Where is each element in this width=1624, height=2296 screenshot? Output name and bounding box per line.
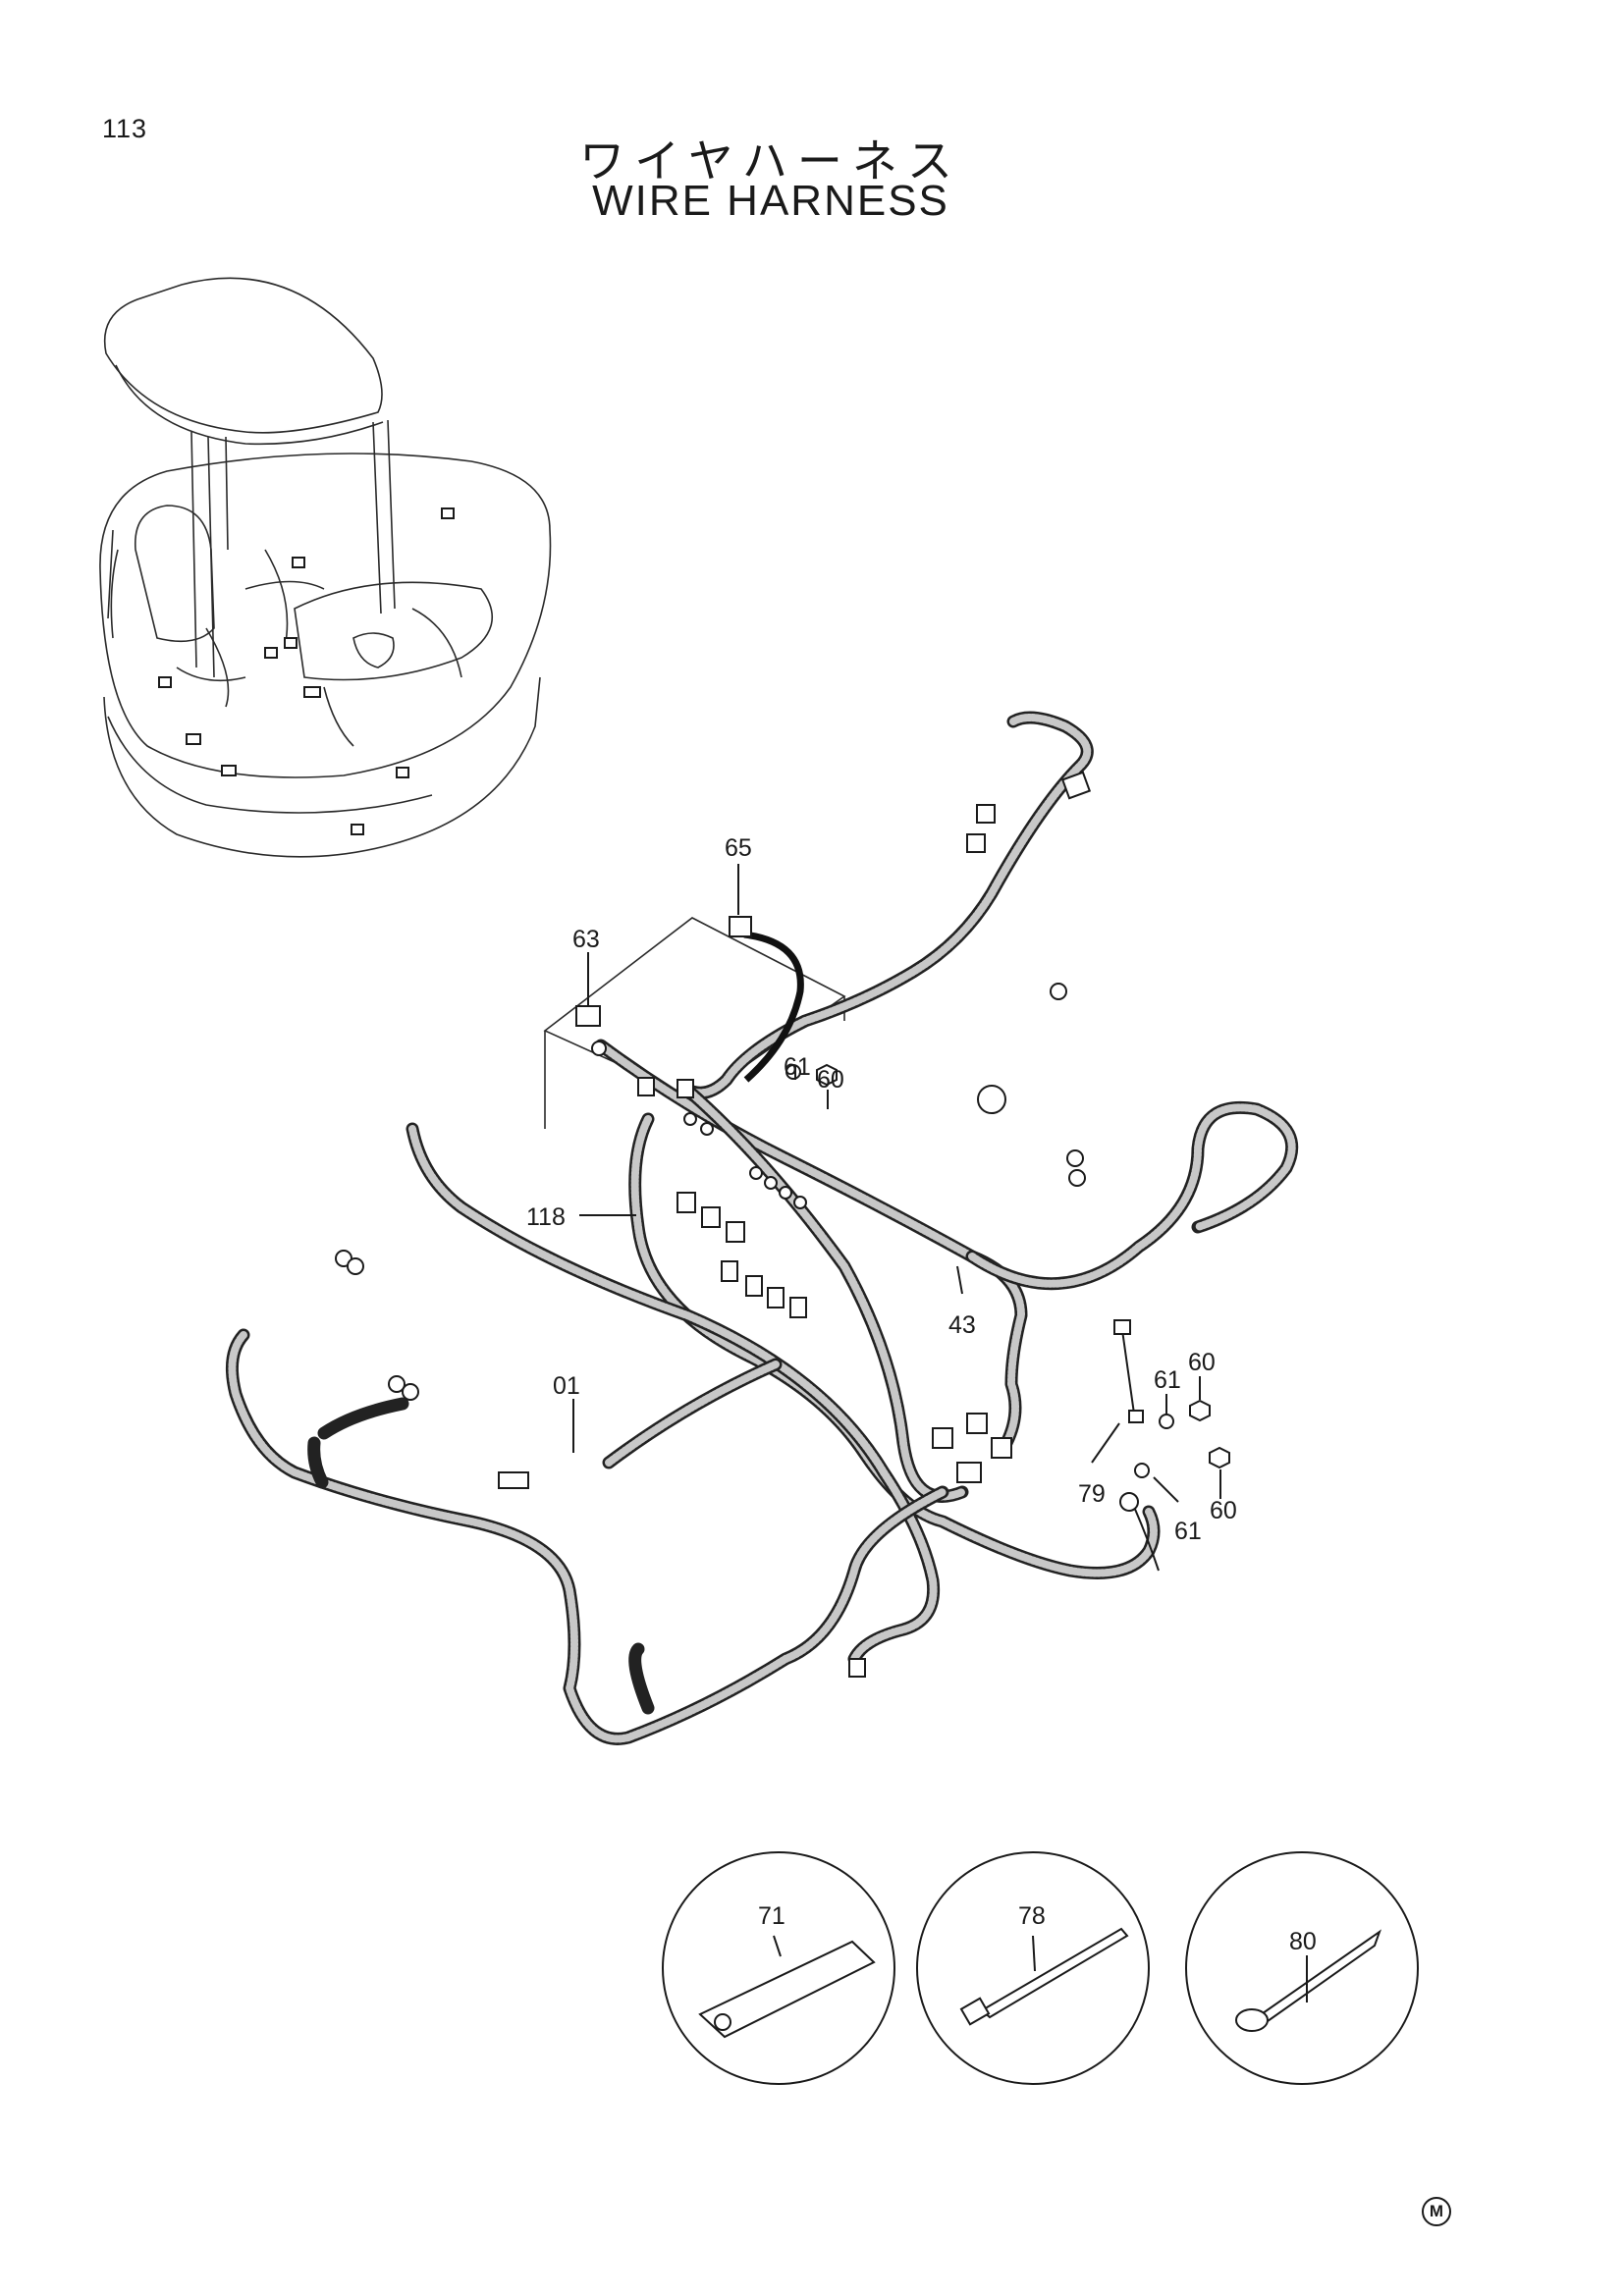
detail-label-78: 78 <box>1018 1902 1046 1930</box>
callout-60: 60 <box>1210 1497 1237 1524</box>
callout-43: 43 <box>948 1311 976 1339</box>
leader-lines <box>572 864 1221 1503</box>
detail-circle-78: 78 <box>916 1851 1150 2085</box>
detail-label-71: 71 <box>758 1902 785 1930</box>
corner-mark: M <box>1422 2197 1451 2226</box>
main-harness-assembly <box>225 711 1299 1745</box>
detail-circle-71: 71 <box>662 1851 895 2085</box>
callout-61: 61 <box>1174 1518 1202 1545</box>
detail-circle-80: 80 <box>1185 1851 1419 2085</box>
harness-bundles <box>225 711 1299 1745</box>
callout-118: 118 <box>526 1203 566 1231</box>
callout-labels: 65 63 61 60 118 43 01 61 60 79 61 60 <box>526 834 1237 1545</box>
callout-60: 60 <box>1188 1349 1216 1376</box>
harness-connectors <box>335 771 1092 1678</box>
callout-61: 61 <box>784 1053 811 1081</box>
callout-79: 79 <box>1078 1480 1106 1508</box>
callout-65: 65 <box>725 834 752 862</box>
callout-60: 60 <box>817 1066 844 1094</box>
callout-61: 61 <box>1154 1366 1181 1394</box>
detail-label-80: 80 <box>1289 1928 1317 1955</box>
page-number: 113 <box>102 114 148 143</box>
callout-01: 01 <box>553 1372 580 1400</box>
title-english: WIRE HARNESS <box>592 177 949 225</box>
callout-63: 63 <box>572 926 600 953</box>
machine-overview-illustration <box>99 277 552 858</box>
title-japanese: ワイヤハーネス <box>579 134 962 187</box>
